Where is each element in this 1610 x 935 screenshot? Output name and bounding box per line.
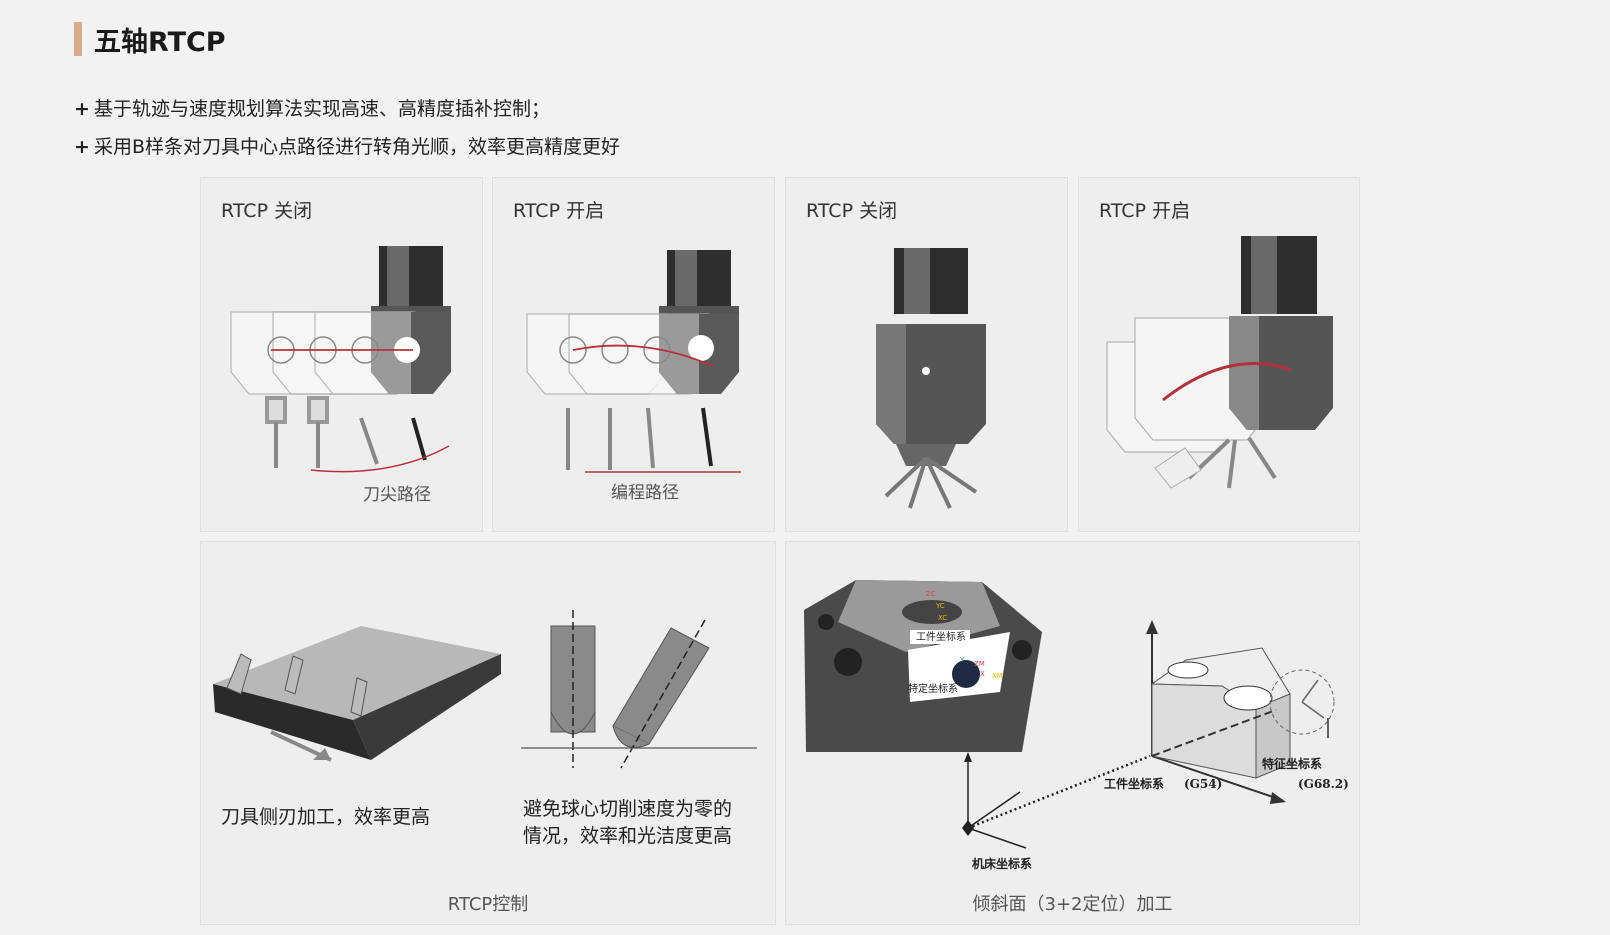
spindle-head-tilt-illustration: [876, 248, 986, 509]
panel-rtcp-control: 刀具侧刃加工，效率更高 避免球心切削速度为零的 情况，效率和光洁度更高 RTCP…: [200, 541, 776, 925]
panel-label: RTCP 关闭: [806, 200, 898, 222]
plus-icon: +: [74, 98, 90, 120]
feature-coord-label: 特定坐标系: [908, 682, 958, 695]
axis-label: XC: [938, 614, 947, 622]
axis-label: YC: [935, 602, 945, 610]
panel-label: RTCP 关闭: [221, 200, 313, 222]
ball-center-text: 避免球心切削速度为零的 情况，效率和光洁度更高: [523, 796, 732, 850]
axis-label: X: [980, 670, 985, 678]
feature-item: + 基于轨迹与速度规划算法实现高速、高精度插补控制；: [74, 90, 620, 128]
feature-list: + 基于轨迹与速度规划算法实现高速、高精度插补控制； + 采用B样条对刀具中心点…: [74, 90, 620, 166]
ball-center-text-line: 避免球心切削速度为零的: [523, 798, 733, 820]
title-accent-bar: [74, 22, 82, 56]
feature-text: 基于轨迹与速度规划算法实现高速、高精度插补控制；: [94, 98, 551, 120]
programmed-path-caption: 编程路径: [611, 483, 679, 503]
feature-coord-label-2: 特征坐标系: [1262, 756, 1322, 771]
spindle-head-multi-illustration: [230, 246, 451, 473]
axis-label: Y: [959, 656, 965, 664]
feature-coord-code: (G68.2): [1298, 777, 1349, 791]
panel-rtcp-off-2: RTCP 关闭: [785, 177, 1068, 532]
panel-tilted-plane: 工件坐标系 特定坐标系 ZC YC XC Y ZM X XM 机床坐标系 工件坐…: [785, 541, 1360, 925]
work-coord-code: (G54): [1184, 777, 1222, 791]
work-coord-label: 工件坐标系: [1104, 776, 1164, 791]
panel-rtcp-on-1: RTCP 开启 编程路径: [492, 177, 775, 532]
feature-item: + 采用B样条对刀具中心点路径进行转角光顺，效率更高精度更好: [74, 128, 620, 166]
workpiece-coord-label: 工件坐标系: [916, 631, 966, 643]
panel-rtcp-off-1: RTCP 关闭 刀尖路径: [200, 177, 483, 532]
axis-label: XM: [992, 672, 1003, 680]
panel-caption: 倾斜面（3+2定位）加工: [972, 894, 1173, 915]
spindle-head-tilt-illustration: [1106, 236, 1333, 489]
panel-label: RTCP 开启: [513, 200, 605, 222]
feature-text: 采用B样条对刀具中心点路径进行转角光顺，效率更高精度更好: [94, 136, 621, 158]
panel-rtcp-on-2: RTCP 开启: [1078, 177, 1360, 532]
tool-tip-path-caption: 刀尖路径: [363, 485, 431, 505]
spindle-head-multi-illustration: [526, 250, 741, 473]
panel-caption: RTCP控制: [447, 894, 529, 915]
axis-label: ZM: [974, 660, 985, 668]
side-cutting-illustration: [213, 610, 757, 769]
page-title: 五轴RTCP: [94, 26, 226, 58]
axis-label: ZC: [926, 590, 936, 598]
coordinate-system-illustration: 工件坐标系 特定坐标系 ZC YC XC Y ZM X XM 机床坐标系 工件坐…: [804, 580, 1349, 871]
ball-center-text-line: 情况，效率和光洁度更高: [523, 825, 733, 847]
machine-coord-label: 机床坐标系: [972, 856, 1032, 871]
panel-label: RTCP 开启: [1099, 200, 1191, 222]
section-header: 五轴RTCP: [74, 22, 226, 58]
plus-icon: +: [74, 136, 90, 158]
side-cutting-text: 刀具侧刃加工，效率更高: [221, 806, 431, 828]
